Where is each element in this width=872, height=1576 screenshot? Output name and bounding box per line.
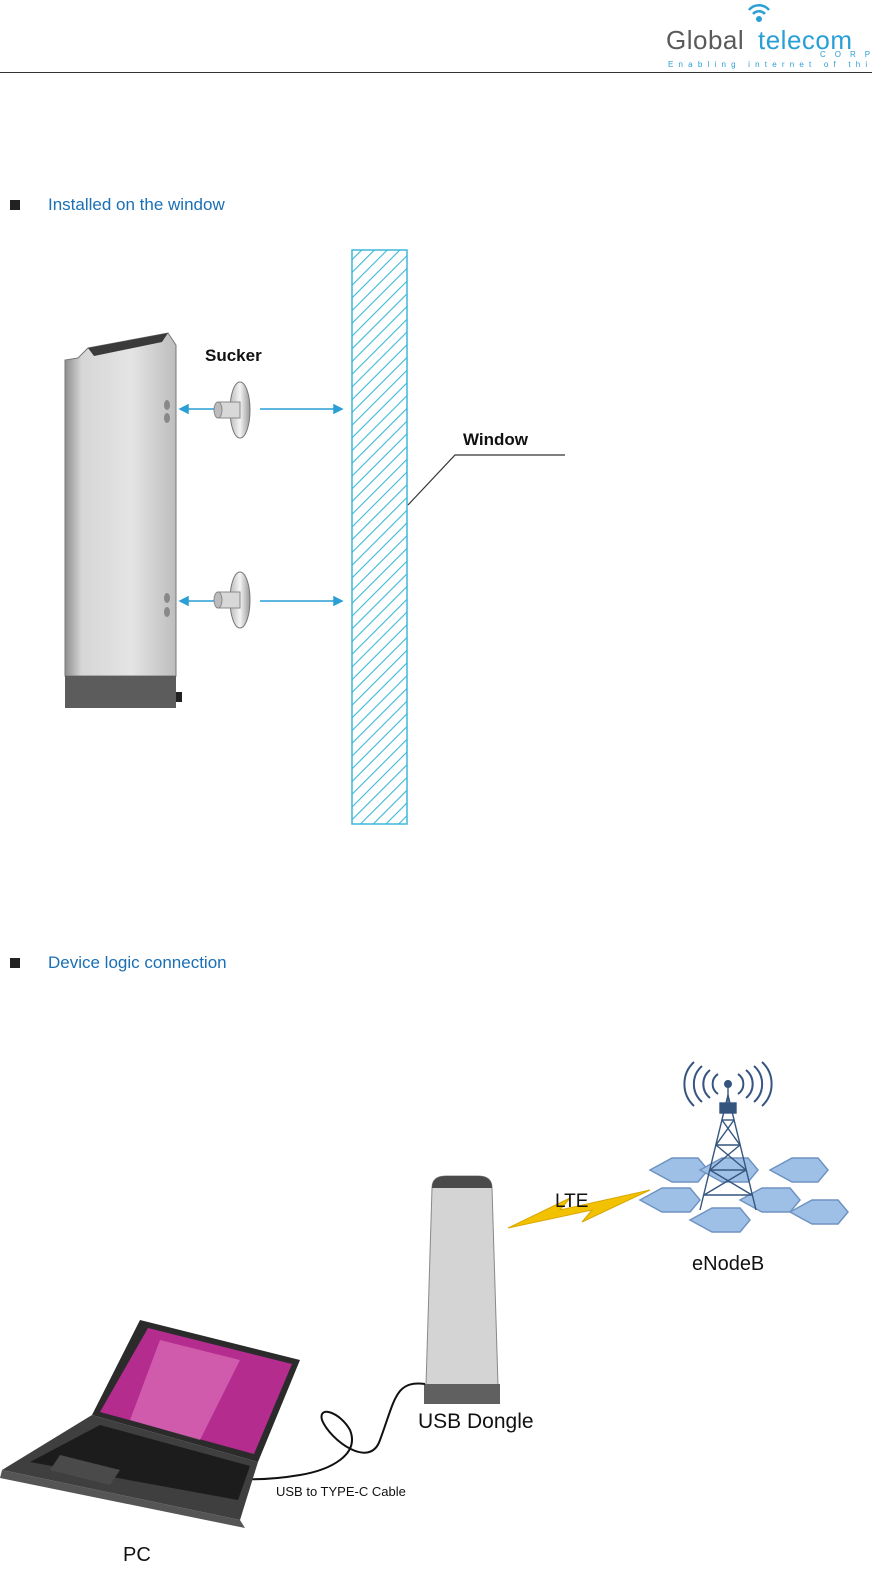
router-device-side-view <box>64 332 182 708</box>
window-label: Window <box>463 430 528 449</box>
wifi-signal-icon <box>748 4 770 22</box>
sucker-label: Sucker <box>205 346 262 365</box>
logo-tagline: Enabling internet of things <box>668 60 872 69</box>
sucker-bottom <box>213 571 251 629</box>
section-heading-connection: Device logic connection <box>10 953 227 973</box>
radio-waves-icon <box>683 1061 773 1107</box>
window-glass <box>351 249 408 825</box>
enodeb-hex-cells <box>638 1157 849 1233</box>
logo-telecom-text: telecom <box>758 25 853 55</box>
usb-cable <box>233 1382 426 1481</box>
cell-tower-icon <box>699 1080 757 1211</box>
section-title-connection: Device logic connection <box>48 953 227 972</box>
header-divider <box>0 72 872 73</box>
sucker-top <box>213 381 251 439</box>
company-logo: Global telecom CORP Enabling internet of… <box>660 0 872 72</box>
bullet-square-icon <box>10 958 20 968</box>
usb-dongle-label: USB Dongle <box>418 1410 534 1433</box>
usb-dongle-device <box>424 1175 500 1404</box>
cable-label: USB to TYPE-C Cable <box>276 1484 406 1499</box>
section-title-window: Installed on the window <box>48 195 225 214</box>
section-heading-window: Installed on the window <box>10 195 225 215</box>
enodeb-label: eNodeB <box>692 1253 765 1275</box>
window-leader-line <box>407 454 565 506</box>
attach-arrows <box>178 403 344 607</box>
window-install-diagram <box>64 249 565 825</box>
lte-label: LTE <box>555 1191 589 1212</box>
logo-global-text: Global <box>666 25 745 55</box>
bullet-square-icon <box>10 200 20 210</box>
laptop-pc <box>0 1320 300 1528</box>
logo-corp-text: CORP <box>820 50 870 59</box>
pc-label: PC <box>123 1544 151 1566</box>
